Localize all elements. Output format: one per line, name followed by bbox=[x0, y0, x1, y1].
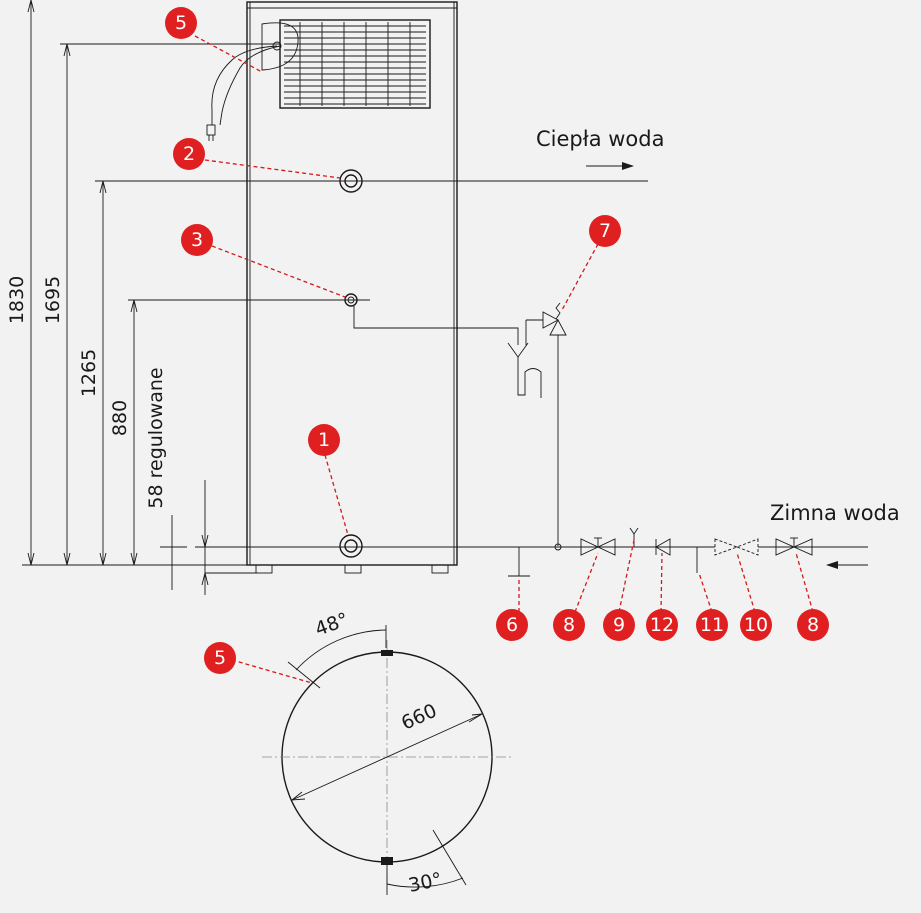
svg-text:9: 9 bbox=[613, 614, 625, 636]
leader-lines bbox=[194, 35, 814, 684]
hot-water-label: Ciepła woda bbox=[536, 127, 664, 151]
svg-text:1: 1 bbox=[318, 429, 330, 451]
badge-10: 10 bbox=[740, 609, 772, 641]
badge-2: 2 bbox=[173, 138, 205, 170]
dimension-lines bbox=[22, 0, 280, 595]
svg-text:3: 3 bbox=[191, 229, 203, 251]
svg-text:8: 8 bbox=[563, 614, 575, 636]
angle-30: 30° bbox=[406, 868, 444, 897]
power-cable bbox=[206, 22, 299, 141]
cold-water-inlet bbox=[339, 534, 363, 558]
vent-grille bbox=[279, 19, 431, 109]
svg-text:12: 12 bbox=[650, 614, 674, 636]
drain-piping bbox=[128, 299, 567, 546]
svg-text:10: 10 bbox=[744, 614, 768, 636]
dim-660: 660 bbox=[398, 700, 440, 735]
dim-880: 880 bbox=[109, 400, 131, 436]
svg-text:2: 2 bbox=[183, 143, 195, 165]
plan-view: 660 48° 30° bbox=[262, 609, 512, 897]
cold-water-label: Zimna woda bbox=[770, 501, 900, 525]
badge-5: 5 bbox=[165, 7, 197, 39]
safety-valve-icon bbox=[525, 302, 567, 345]
shutoff-valve-icon bbox=[580, 537, 616, 556]
shutoff-valve-icon bbox=[775, 537, 813, 556]
badge-12: 12 bbox=[646, 609, 678, 641]
check-valve-icon bbox=[655, 538, 671, 556]
svg-text:7: 7 bbox=[599, 220, 611, 242]
arrow-left-icon bbox=[826, 561, 868, 569]
pressure-reducer-icon bbox=[714, 538, 759, 556]
badge-9: 9 bbox=[603, 609, 635, 641]
test-port-icon bbox=[629, 527, 639, 547]
svg-text:5: 5 bbox=[175, 12, 187, 34]
tank-foot bbox=[431, 564, 449, 574]
tank-foot bbox=[344, 564, 362, 574]
badge-6: 6 bbox=[496, 609, 528, 641]
dim-1830: 1830 bbox=[6, 276, 28, 324]
badge-5: 5 bbox=[204, 642, 236, 674]
angle-48: 48° bbox=[312, 609, 351, 641]
badge-3: 3 bbox=[181, 224, 213, 256]
badge-7: 7 bbox=[589, 215, 621, 247]
svg-text:5: 5 bbox=[214, 647, 226, 669]
dim-1265: 1265 bbox=[78, 349, 100, 397]
badge-8: 8 bbox=[797, 609, 829, 641]
arrow-right-icon bbox=[586, 162, 634, 170]
tank-foot bbox=[255, 564, 273, 574]
badge-11: 11 bbox=[696, 609, 728, 641]
dim-1695: 1695 bbox=[42, 276, 64, 324]
cold-water-line: Zimna woda bbox=[215, 501, 900, 577]
dim-58-adjustable: 58 regulowane bbox=[145, 367, 167, 508]
badge-8: 8 bbox=[553, 609, 585, 641]
badge-1: 1 bbox=[308, 424, 340, 456]
tank-elevation bbox=[206, 1, 458, 574]
svg-text:11: 11 bbox=[700, 614, 724, 636]
svg-text:8: 8 bbox=[807, 614, 819, 636]
svg-text:6: 6 bbox=[506, 614, 518, 636]
callout-badges: 5 2 3 7 1 6 8 9 12 11 10 8 5 bbox=[165, 7, 829, 674]
hot-water-line: Ciepła woda bbox=[95, 127, 664, 182]
